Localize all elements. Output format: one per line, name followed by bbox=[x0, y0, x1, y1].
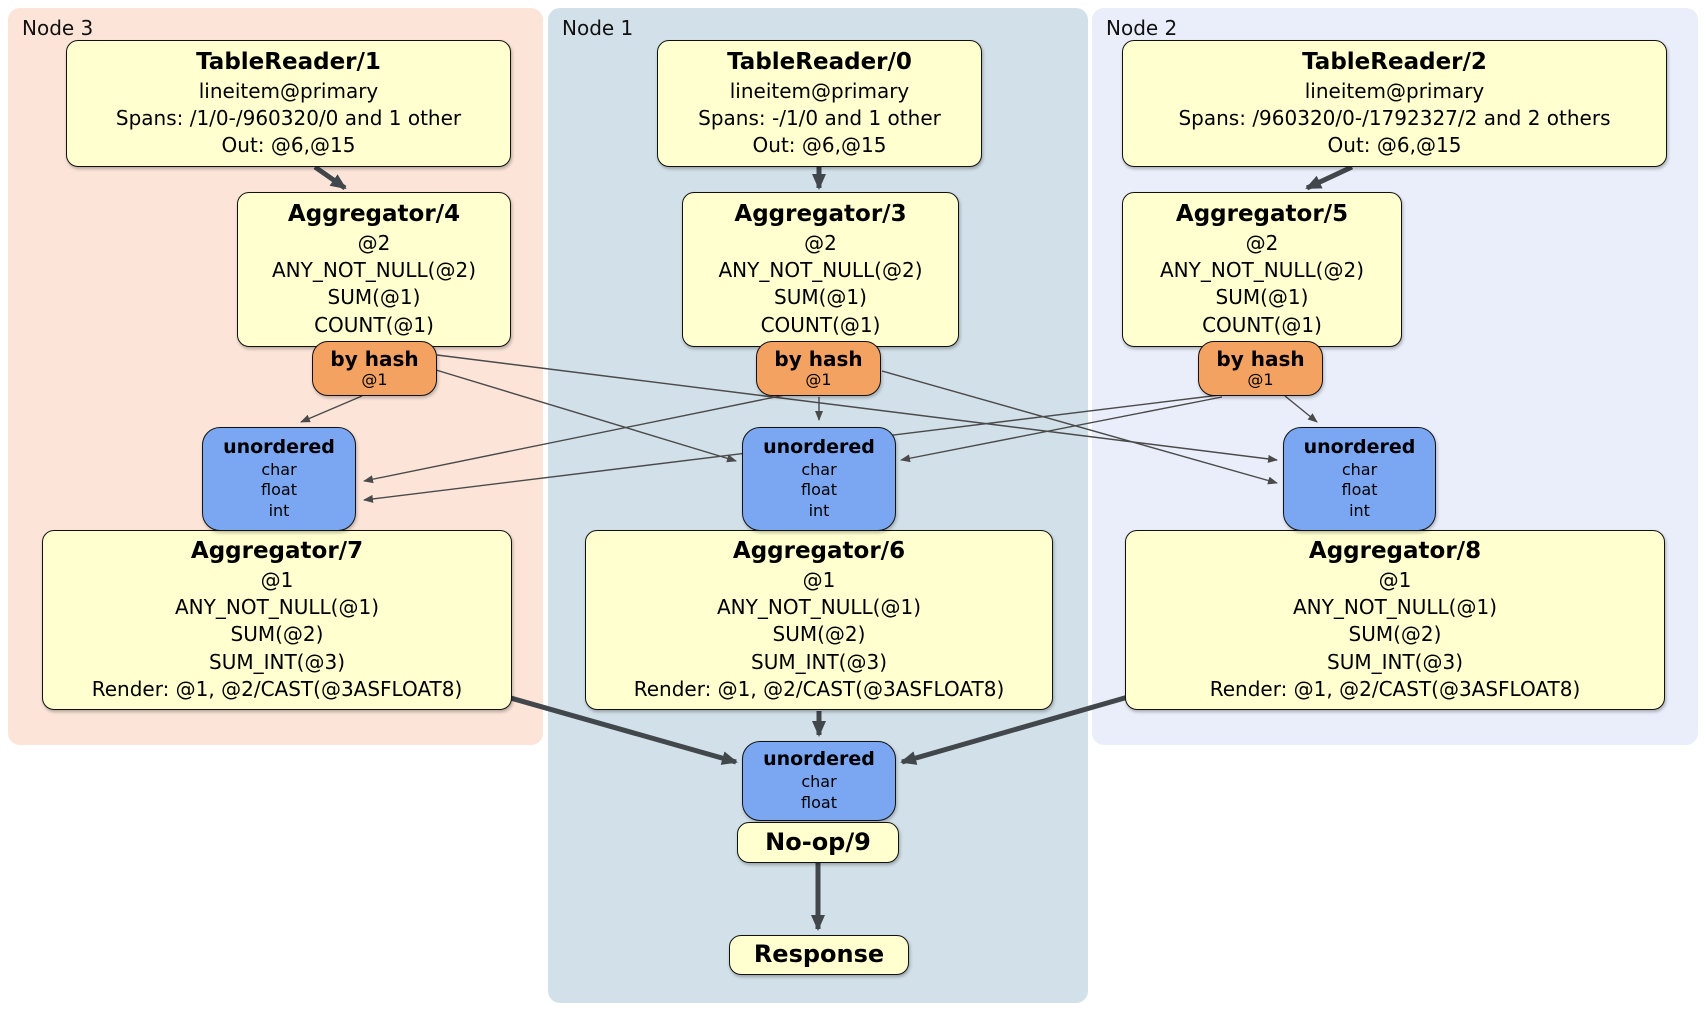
router-by-hash-node3: by hash @1 bbox=[312, 341, 437, 396]
processor-line: lineitem@primary bbox=[1304, 78, 1485, 103]
processor-line: SUM_INT(@3) bbox=[1327, 649, 1463, 674]
sync-column: char bbox=[801, 772, 837, 792]
processor-tablereader-1: TableReader/1 lineitem@primary Spans: /1… bbox=[66, 40, 511, 167]
panel-node2-label: Node 2 bbox=[1106, 16, 1178, 40]
processor-line: @2 bbox=[1245, 231, 1279, 256]
processor-line: SUM(@1) bbox=[774, 285, 867, 310]
sync-unordered-node3: unordered char float int bbox=[202, 427, 356, 531]
processor-line: SUM_INT(@3) bbox=[751, 649, 887, 674]
processor-aggregator-7: Aggregator/7 @1 ANY_NOT_NULL(@1) SUM(@2)… bbox=[42, 530, 512, 710]
processor-title: Aggregator/6 bbox=[732, 538, 906, 565]
processor-aggregator-4: Aggregator/4 @2 ANY_NOT_NULL(@2) SUM(@1)… bbox=[237, 192, 511, 347]
router-title: by hash bbox=[330, 346, 419, 371]
sync-unordered-node1: unordered char float int bbox=[742, 427, 896, 531]
sync-title: unordered bbox=[763, 748, 875, 771]
processor-line: SUM(@1) bbox=[1215, 285, 1309, 310]
processor-noop-9: No-op/9 bbox=[737, 822, 899, 863]
processor-line: SUM(@2) bbox=[772, 622, 866, 647]
sync-column: float bbox=[1341, 480, 1378, 500]
processor-line: @1 bbox=[260, 567, 294, 592]
processor-line: Spans: /960320/0-/1792327/2 and 2 others bbox=[1178, 105, 1611, 130]
sync-column: float bbox=[261, 480, 297, 500]
router-detail: @1 bbox=[805, 369, 832, 389]
processor-tablereader-0: TableReader/0 lineitem@primary Spans: -/… bbox=[657, 40, 982, 167]
processor-line: @2 bbox=[357, 231, 391, 256]
processor-line: lineitem@primary bbox=[198, 78, 379, 103]
processor-line: lineitem@primary bbox=[729, 78, 910, 103]
sync-column: char bbox=[261, 459, 297, 479]
processor-title: TableReader/0 bbox=[727, 48, 912, 75]
processor-tablereader-2: TableReader/2 lineitem@primary Spans: /9… bbox=[1122, 40, 1667, 167]
processor-line: COUNT(@1) bbox=[1202, 312, 1322, 337]
processor-line: ANY_NOT_NULL(@2) bbox=[718, 258, 923, 283]
processor-title: TableReader/1 bbox=[196, 48, 381, 75]
processor-title: Aggregator/3 bbox=[734, 201, 907, 228]
sync-column: float bbox=[801, 480, 837, 500]
sync-column: char bbox=[1341, 459, 1378, 479]
processor-line: SUM(@1) bbox=[327, 285, 421, 310]
processor-line: SUM_INT(@3) bbox=[209, 649, 345, 674]
processor-title: Aggregator/4 bbox=[287, 201, 461, 228]
router-by-hash-node2: by hash @1 bbox=[1198, 341, 1323, 396]
sync-column: char bbox=[801, 459, 837, 479]
sync-title: unordered bbox=[1303, 435, 1416, 458]
panel-node3-label: Node 3 bbox=[22, 16, 94, 40]
router-title: by hash bbox=[1216, 346, 1305, 371]
sync-unordered-final: unordered char float bbox=[742, 741, 896, 821]
sync-column: float bbox=[801, 792, 837, 812]
sync-title: unordered bbox=[223, 435, 335, 458]
processor-title: Response bbox=[753, 940, 885, 969]
sync-column: int bbox=[808, 501, 830, 521]
processor-line: Render: @1, @2/CAST(@3ASFLOAT8) bbox=[633, 676, 1005, 701]
processor-line: ANY_NOT_NULL(@1) bbox=[1293, 595, 1497, 620]
processor-line: Out: @6,@15 bbox=[752, 133, 887, 158]
processor-response: Response bbox=[729, 935, 909, 975]
processor-line: Spans: /1/0-/960320/0 and 1 other bbox=[115, 105, 462, 130]
processor-line: ANY_NOT_NULL(@1) bbox=[717, 595, 921, 620]
processor-line: SUM(@2) bbox=[1348, 622, 1442, 647]
processor-line: SUM(@2) bbox=[230, 622, 324, 647]
processor-aggregator-5: Aggregator/5 @2 ANY_NOT_NULL(@2) SUM(@1)… bbox=[1122, 192, 1402, 347]
processor-line: Out: @6,@15 bbox=[1327, 133, 1462, 158]
processor-title: Aggregator/7 bbox=[190, 538, 364, 565]
processor-line: COUNT(@1) bbox=[760, 312, 881, 337]
processor-line: COUNT(@1) bbox=[314, 312, 434, 337]
router-detail: @1 bbox=[361, 369, 388, 389]
processor-line: @2 bbox=[804, 231, 837, 256]
processor-line: Spans: -/1/0 and 1 other bbox=[698, 105, 941, 130]
processor-aggregator-6: Aggregator/6 @1 ANY_NOT_NULL(@1) SUM(@2)… bbox=[585, 530, 1053, 710]
sync-column: int bbox=[268, 501, 290, 521]
sync-title: unordered bbox=[763, 435, 875, 458]
router-detail: @1 bbox=[1247, 369, 1274, 389]
processor-line: @1 bbox=[802, 567, 836, 592]
processor-title: No-op/9 bbox=[765, 827, 871, 856]
processor-aggregator-8: Aggregator/8 @1 ANY_NOT_NULL(@1) SUM(@2)… bbox=[1125, 530, 1665, 710]
sync-column: int bbox=[1349, 501, 1370, 521]
processor-line: ANY_NOT_NULL(@1) bbox=[175, 595, 379, 620]
processor-line: ANY_NOT_NULL(@2) bbox=[272, 258, 476, 283]
panel-node1-label: Node 1 bbox=[562, 16, 634, 40]
processor-line: @1 bbox=[1378, 567, 1412, 592]
sync-unordered-node2: unordered char float int bbox=[1283, 427, 1436, 531]
router-title: by hash bbox=[774, 346, 863, 371]
processor-line: Out: @6,@15 bbox=[221, 133, 356, 158]
processor-line: Render: @1, @2/CAST(@3ASFLOAT8) bbox=[91, 676, 463, 701]
processor-title: Aggregator/5 bbox=[1175, 201, 1349, 228]
processor-aggregator-3: Aggregator/3 @2 ANY_NOT_NULL(@2) SUM(@1)… bbox=[682, 192, 959, 347]
processor-title: Aggregator/8 bbox=[1308, 538, 1482, 565]
processor-line: ANY_NOT_NULL(@2) bbox=[1160, 258, 1364, 283]
router-by-hash-node1: by hash @1 bbox=[756, 341, 881, 396]
processor-line: Render: @1, @2/CAST(@3ASFLOAT8) bbox=[1209, 676, 1581, 701]
processor-title: TableReader/2 bbox=[1302, 48, 1487, 75]
